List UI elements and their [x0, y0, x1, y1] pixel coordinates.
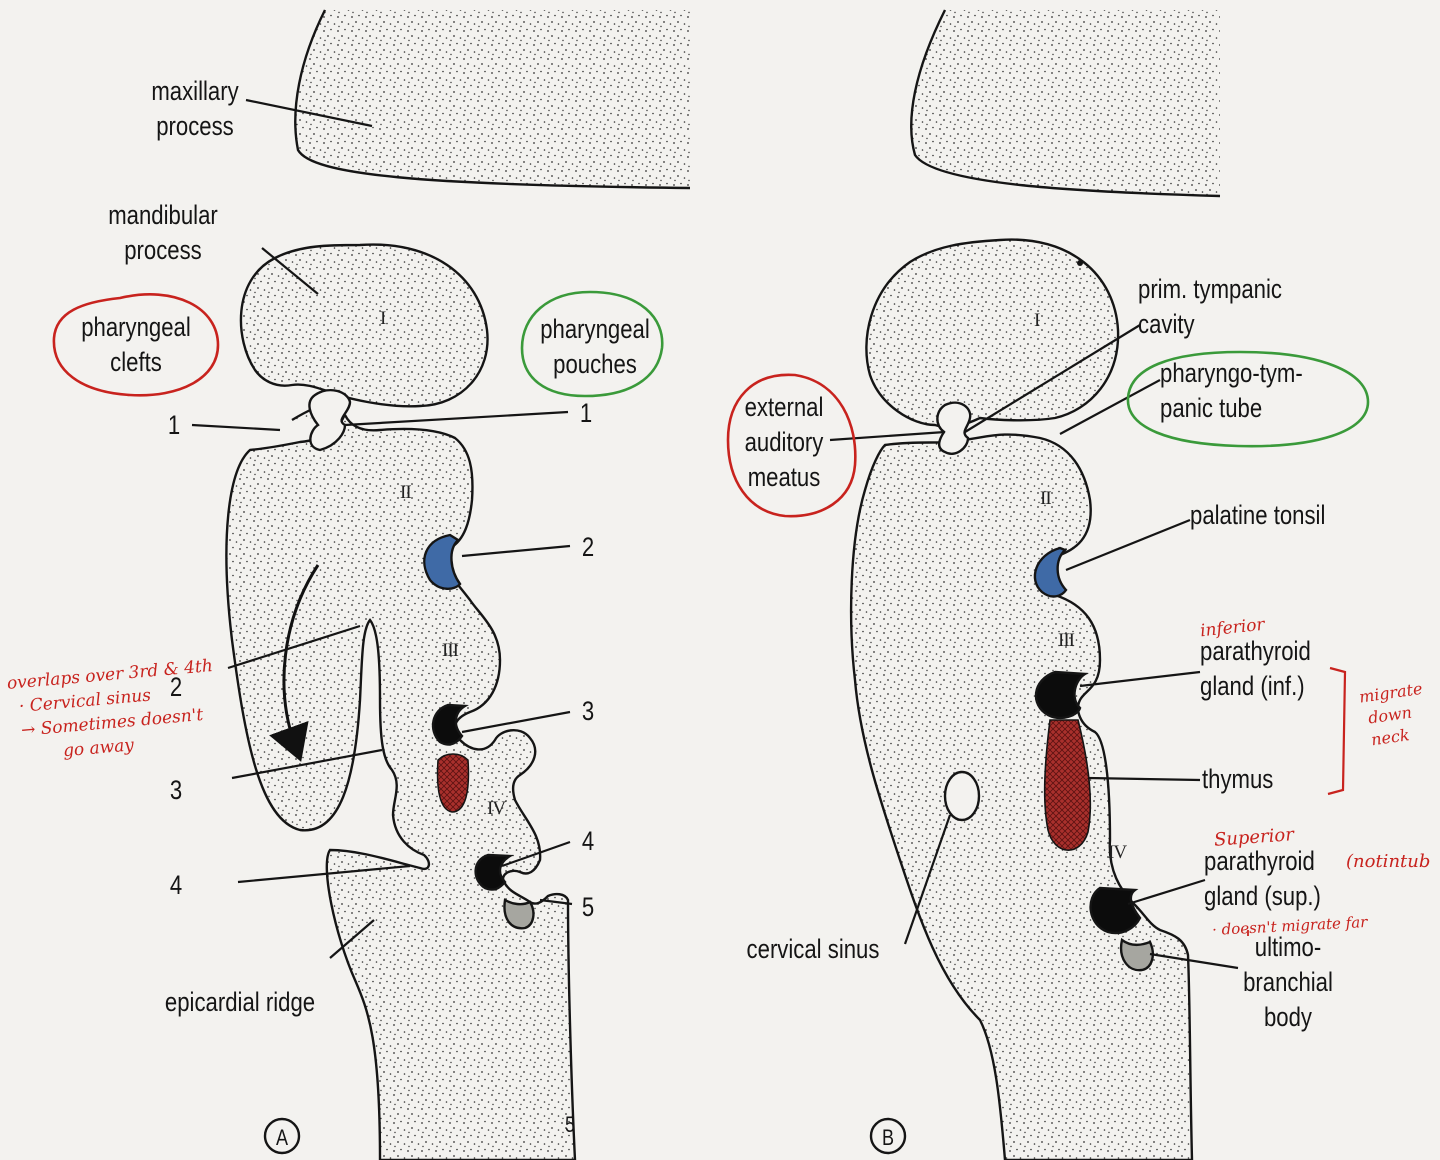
maxillary-process-b-shape: [911, 10, 1220, 196]
arch-a-3: III: [442, 640, 459, 661]
ultimobranchial-grey: [1119, 937, 1154, 972]
pouch-number-4: 4: [581, 826, 595, 856]
maxillary-process-outline: [294, 9, 691, 190]
cleft-number-3: 3: [169, 775, 183, 805]
pouch-number-1: 1: [579, 398, 593, 428]
label-thymus: thymus: [1202, 764, 1274, 794]
label-prim-tympanic-cavity: prim. tympanic cavity: [1138, 274, 1282, 339]
pouch-1-shape: [308, 388, 352, 452]
panel-b-letter-circle: [869, 1117, 907, 1155]
pouch-2-blue: [423, 533, 462, 590]
red-circle-meatus: [726, 373, 857, 518]
pouch-4-black: [474, 853, 515, 891]
label-pharyngeal-clefts: pharyngeal clefts: [81, 312, 191, 377]
green-circle-tube: [1126, 350, 1370, 448]
note-overlaps: overlaps over 3rd & 4th · Cervical sinus…: [6, 656, 214, 762]
cervical-sinus-arrow: [269, 564, 320, 762]
label-epicardial-ridge: epicardial ridge: [164, 987, 316, 1017]
panel-b-drawing: [849, 9, 1221, 1160]
cleft-number-4: 4: [169, 870, 183, 900]
panel-a-drawing: [225, 9, 691, 1160]
label-ultimobranchial-body: ultimo- branchial body: [1243, 932, 1333, 1032]
mandibular-arch-shape: [239, 243, 489, 408]
panel-a-leader-lines: [191, 98, 573, 959]
thymus-red: [1043, 719, 1092, 851]
label-parathyroid-sup: parathyroid gland (sup.): [1204, 846, 1321, 911]
note-not-intubated: (notintub: [1346, 851, 1431, 872]
arch-b-4: IV: [1108, 842, 1127, 863]
palatine-tonsil-blue: [1033, 546, 1068, 598]
pouch-number-2: 2: [581, 532, 595, 562]
margin-mark: 5: [564, 1112, 576, 1137]
arch-a-2: II: [400, 482, 412, 503]
pouch-3-black: [431, 703, 469, 746]
cervical-sinus-ring: [943, 770, 981, 822]
label-external-auditory-meatus: external auditory meatus: [744, 392, 824, 492]
pouch-number-3: 3: [581, 696, 595, 726]
maxillary-process-b-outline: [910, 9, 1221, 198]
note-migrate-down-neck: migrate down neck: [1357, 678, 1424, 750]
label-maxillary-process: maxillary process: [151, 76, 239, 141]
label-mandibular-process: mandibular process: [108, 200, 218, 265]
red-bracket-migrate: [1327, 666, 1347, 796]
label-pharyngeal-pouches: pharyngeal pouches: [540, 314, 650, 379]
pouch-5-grey: [503, 898, 535, 930]
panel-letter-a: A: [275, 1125, 289, 1150]
label-pharyngo-tympanic-tube: pharyngo-tym- panic tube: [1160, 358, 1303, 423]
thymus-primordium-a: [436, 753, 470, 813]
panel-a-letter-circle: [263, 1117, 301, 1155]
panel-b-leader-lines: [829, 324, 1239, 970]
parathyroid-sup-black: [1089, 886, 1142, 935]
panel-letter-b: B: [881, 1125, 895, 1150]
label-parathyroid-inf: parathyroid gland (inf.): [1200, 636, 1311, 701]
label-palatine-tonsil: palatine tonsil: [1190, 500, 1326, 530]
cleft-number-2: 2: [169, 672, 183, 702]
maxillary-process-shape: [295, 10, 690, 188]
red-circle-clefts: [52, 293, 220, 397]
arch-b-3: III: [1058, 630, 1075, 651]
mandibular-arch-b-shape: [865, 238, 1120, 429]
label-cervical-sinus: cervical sinus: [746, 934, 880, 964]
arch-a-1: I: [380, 308, 386, 329]
arch-a-4: IV: [487, 798, 506, 819]
green-circle-pouches: [520, 290, 664, 398]
neck-body-shape: [225, 402, 577, 1160]
cleft-number-1: 1: [167, 410, 181, 440]
pouch-number-5: 5: [581, 892, 595, 922]
parathyroid-inf-black: [1034, 670, 1089, 720]
arch-b-1: I: [1034, 310, 1040, 331]
annotation-circles: [52, 290, 1370, 936]
arch-b-2: II: [1040, 488, 1052, 509]
tympanic-pouch-b: [936, 401, 972, 455]
stray-dot: [1077, 260, 1083, 266]
neck-body-b-shape: [849, 433, 1194, 1160]
